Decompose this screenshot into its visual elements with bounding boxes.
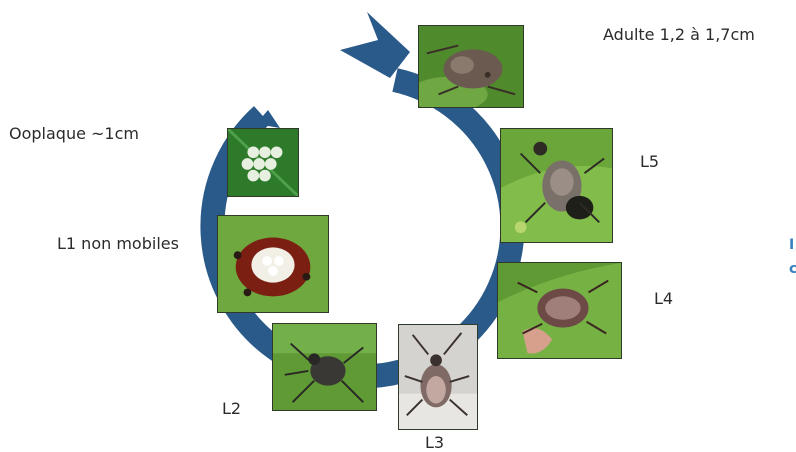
label-l4: L4 xyxy=(654,290,673,308)
l4-photo xyxy=(497,262,622,359)
edge-text-bottom: c xyxy=(789,257,796,281)
label-adult: Adulte 1,2 à 1,7cm xyxy=(603,26,755,44)
l5-photo xyxy=(500,128,613,243)
edge-text-top: I xyxy=(789,233,794,257)
label-eggs: Ooplaque ~1cm xyxy=(9,125,139,143)
label-l5: L5 xyxy=(640,153,659,171)
label-l2: L2 xyxy=(222,400,241,418)
label-l1: L1 non mobiles xyxy=(57,235,179,253)
label-l3: L3 xyxy=(425,434,444,452)
adult-photo xyxy=(418,25,524,108)
eggs-photo xyxy=(227,128,299,197)
l3-photo xyxy=(398,324,478,430)
l1-photo xyxy=(217,215,329,313)
arrowhead xyxy=(340,12,410,78)
l2-photo xyxy=(272,323,377,411)
